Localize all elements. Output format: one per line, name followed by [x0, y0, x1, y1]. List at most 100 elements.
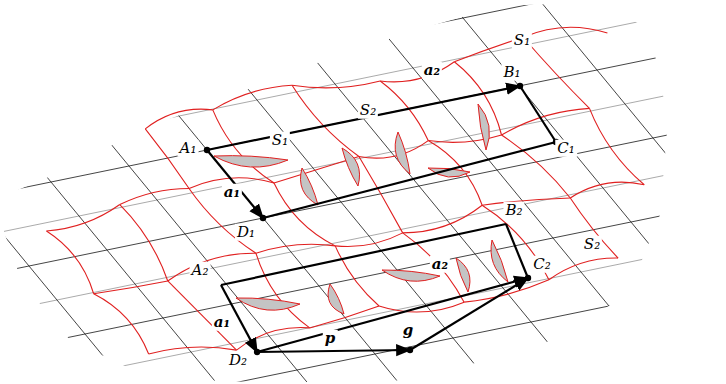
- lattice-points: [204, 83, 559, 355]
- lattice-line: [0, 0, 487, 384]
- shaded-region: [491, 240, 508, 282]
- grain-boundary: [94, 294, 149, 354]
- grain-boundary: [149, 347, 237, 354]
- grain-boundary: [482, 198, 570, 205]
- point-label: B₁: [501, 64, 522, 81]
- grain-boundary: [256, 244, 335, 253]
- lattice-line: [0, 0, 253, 384]
- vector-label: p: [323, 330, 338, 347]
- lattice-line: [0, 0, 663, 42]
- lattice-line: [0, 192, 726, 384]
- point-label: D₁: [235, 224, 257, 241]
- cell-edge: [257, 278, 528, 352]
- shaded-region: [478, 104, 489, 150]
- lattice-line: [0, 0, 726, 144]
- cell-edge: [257, 350, 410, 352]
- lattice-line: [0, 0, 331, 384]
- grain-boundary: [46, 231, 93, 294]
- grain-boundary: [94, 281, 168, 294]
- shaded-region: [395, 132, 410, 174]
- vector-label: a₂: [430, 256, 450, 273]
- surface-label: S₂: [358, 102, 378, 119]
- grain-boundary: [523, 27, 607, 37]
- vector-label: a₂: [422, 62, 442, 79]
- lattice-line: [0, 260, 726, 384]
- grain-boundary: [256, 253, 310, 328]
- grain-boundary: [570, 198, 618, 258]
- grain-boundary: [120, 188, 189, 204]
- lattice-line: [0, 22, 726, 246]
- lattice-line: [0, 0, 635, 8]
- grain-boundary: [145, 109, 212, 129]
- lattice-line: [607, 0, 726, 362]
- lattice-line: [451, 0, 726, 384]
- grain-boundary: [168, 253, 256, 281]
- lattice-point: [517, 83, 523, 89]
- lattice-line: [19, 362, 726, 384]
- grain-boundary: [46, 205, 119, 231]
- lattice-point: [260, 215, 266, 221]
- cell-edge: [506, 224, 528, 278]
- grain-boundary: [570, 182, 644, 198]
- grain-boundary: [213, 85, 292, 110]
- grain-boundary: [589, 108, 644, 184]
- shaded-region: [236, 298, 300, 310]
- lattice-line: [139, 0, 643, 384]
- lattice-point: [525, 275, 531, 281]
- lattice-line: [529, 0, 726, 378]
- lattice-line: [217, 0, 721, 384]
- lattice-line: [0, 56, 726, 280]
- lattice-point: [407, 347, 413, 353]
- lattice-line: [0, 124, 726, 348]
- cell-edge: [207, 150, 263, 218]
- lattice-line: [0, 0, 19, 384]
- shaded-region: [214, 156, 288, 167]
- grain-boundary: [428, 135, 501, 142]
- lattice-line: [0, 0, 719, 110]
- shaded-region: [328, 284, 344, 314]
- grain-boundary: [292, 81, 380, 88]
- grain-boundary: [549, 258, 618, 280]
- lattice-line: [0, 0, 97, 384]
- point-label: B₂: [503, 202, 524, 219]
- lattice-line: [0, 0, 175, 384]
- lattice-line: [61, 0, 565, 384]
- lattice-line: [0, 0, 691, 76]
- lattice-line: [0, 226, 726, 384]
- grain-boundary: [145, 129, 189, 189]
- lattice-line: [373, 0, 726, 384]
- surface-label: S₂: [582, 236, 602, 253]
- point-label: A₂: [190, 262, 211, 279]
- surface-label: S₁: [512, 32, 532, 49]
- vector-label: a₁: [212, 314, 232, 331]
- grain-boundary: [335, 233, 402, 247]
- point-label: D₂: [227, 352, 249, 369]
- point-label: C₁: [555, 140, 577, 157]
- surface-label: S₁: [270, 132, 290, 149]
- grain-boundary: [310, 306, 379, 328]
- point-label: A₁: [178, 140, 199, 157]
- cell-edge: [263, 142, 556, 218]
- shaded-regions: [214, 104, 508, 314]
- grain-boundary: [359, 141, 428, 159]
- lattice-point: [254, 349, 260, 355]
- grain-boundary: [502, 108, 590, 135]
- cell-edge: [520, 86, 556, 142]
- cell-edge: [221, 224, 506, 285]
- grain-boundary: [168, 281, 237, 350]
- cell-edge: [207, 86, 520, 150]
- grain-boundary: [359, 156, 403, 232]
- lattice-point: [204, 147, 210, 153]
- vector-label: g: [401, 322, 416, 339]
- lattice-line: [0, 90, 726, 314]
- grain-boundary: [380, 62, 454, 82]
- point-label: C₂: [531, 256, 553, 273]
- vector-label: a₁: [222, 184, 242, 201]
- lattice-line: [0, 0, 726, 178]
- shaded-region: [342, 148, 360, 186]
- cell-edge: [410, 278, 528, 350]
- grain-boundaries: [46, 27, 644, 354]
